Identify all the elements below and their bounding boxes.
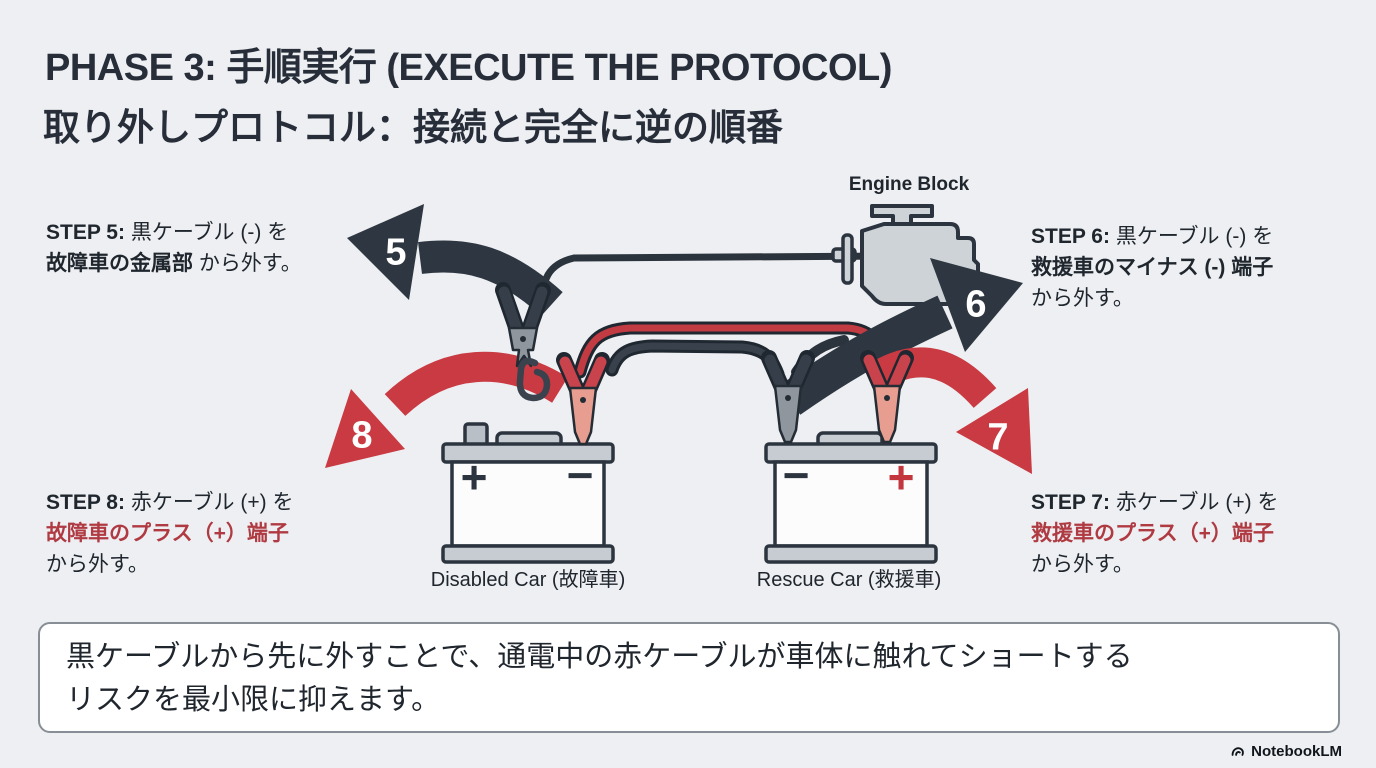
safety-note-line1: 黒ケーブルから先に外すことで、通電中の赤ケーブルが車体に触れてショートする <box>66 641 1133 673</box>
step6-desc: 黒ケーブル (-) を <box>1109 225 1274 248</box>
arrow-step7 <box>865 347 1032 474</box>
battery-disabled: + − <box>441 422 615 564</box>
step8-target: 故障車のプラス（+）端子 <box>46 522 289 545</box>
step7-desc: 赤ケーブル (+) を <box>1109 491 1279 514</box>
step6-label: STEP 6: <box>1031 225 1110 248</box>
notebooklm-brand: NotebookLM <box>1230 743 1342 760</box>
metal-hook <box>516 357 551 402</box>
terminal-minus-disabled: − <box>567 449 594 501</box>
notebooklm-label: NotebookLM <box>1251 743 1342 760</box>
notebooklm-icon <box>1231 747 1245 756</box>
red-clamp-disabled <box>556 352 610 446</box>
step8-text: STEP 8: 赤ケーブル (+) を 故障車のプラス（+）端子 から外す。 <box>46 487 293 580</box>
terminal-plus-rescue: + <box>888 451 915 503</box>
battery-rescue-label: Rescue Car (救援車) <box>756 569 942 591</box>
step5-target: 故障車の金属部 <box>46 252 193 275</box>
black-clamp-rescue <box>761 350 815 444</box>
step6-text: STEP 6: 黒ケーブル (-) を 救援車のマイナス (-) 端子 から外す… <box>1031 221 1273 314</box>
page-title: PHASE 3: 手順実行 (EXECUTE THE PROTOCOL) <box>45 47 892 89</box>
step7-text: STEP 7: 赤ケーブル (+) を 救援車のプラス（+）端子 から外す。 <box>1031 487 1278 580</box>
step7-tail: から外す。 <box>1031 553 1134 576</box>
safety-note-box: 黒ケーブルから先に外すことで、通電中の赤ケーブルが車体に触れてショートする リス… <box>38 622 1340 733</box>
step5-text: STEP 5: 黒ケーブル (-) を 故障車の金属部 から外す。 <box>46 217 302 279</box>
step5-label: STEP 5: <box>46 221 125 244</box>
black-cable-arc <box>605 339 785 381</box>
step5-after: から外す。 <box>193 252 302 275</box>
terminal-minus-rescue: − <box>783 449 810 501</box>
step8-label: STEP 8: <box>46 491 125 514</box>
arrow-step8 <box>325 351 568 468</box>
page-subtitle: 取り外しプロトコル：接続と完全に逆の順番 <box>43 107 783 148</box>
engine-block-label: Engine Block <box>848 174 970 195</box>
step7-target: 救援車のプラス（+）端子 <box>1031 522 1274 545</box>
battery-disabled-label: Disabled Car (故障車) <box>430 569 626 591</box>
step8-tail: から外す。 <box>46 553 149 576</box>
battery-rescue: − + <box>764 431 938 564</box>
step6-target: 救援車のマイナス (-) 端子 <box>1031 256 1274 279</box>
step8-desc: 赤ケーブル (+) を <box>124 491 294 514</box>
arrow-step5 <box>347 204 563 317</box>
black-clamp-hanging <box>495 282 551 368</box>
step7-label: STEP 7: <box>1031 491 1110 514</box>
red-clamp-rescue <box>860 350 914 444</box>
safety-note-line2: リスクを最小限に抑えます。 <box>66 684 441 716</box>
arrow-step6 <box>779 258 1023 415</box>
terminal-plus-disabled: + <box>461 451 488 503</box>
step6-tail: から外す。 <box>1031 287 1134 310</box>
black-cable-to-engine <box>540 252 896 306</box>
step5-desc: 黒ケーブル (-) を <box>124 221 289 244</box>
